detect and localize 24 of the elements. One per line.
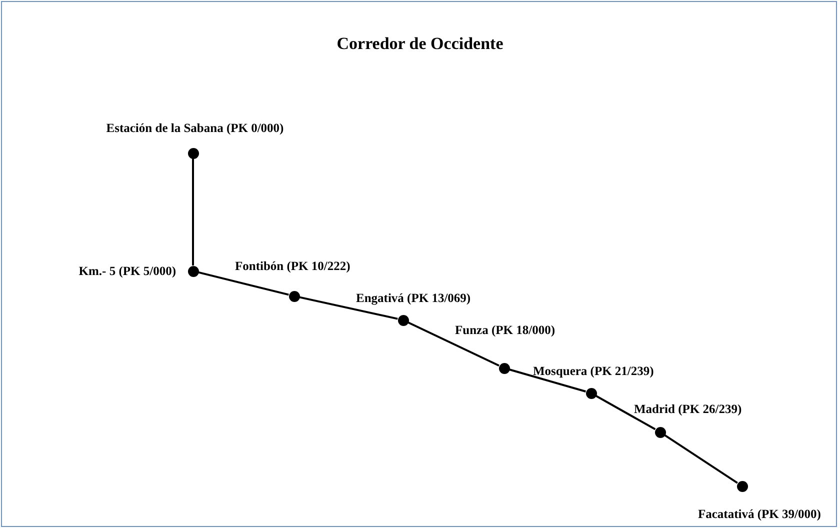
- station-label: Km.- 5 (PK 5/000): [78, 264, 176, 279]
- station-dot: [288, 290, 300, 302]
- track-line: [408, 321, 500, 367]
- track-line: [509, 368, 586, 392]
- station-label: Estación de la Sabana (PK 0/000): [106, 121, 284, 136]
- track-line: [595, 394, 656, 430]
- track-line: [192, 158, 194, 266]
- track-line: [198, 271, 289, 296]
- station-dot: [188, 148, 198, 158]
- station-dot: [188, 266, 198, 276]
- station-label: Madrid (PK 26/239): [634, 402, 742, 417]
- station-label: Facatativá (PK 39/000): [698, 507, 821, 522]
- station-dot: [398, 314, 408, 326]
- station-label: Mosquera (PK 21/239): [533, 364, 654, 379]
- station-dot: [498, 362, 510, 374]
- diagram-title: Corredor de Occidente: [336, 34, 504, 54]
- station-label: Engativá (PK 13/069): [356, 291, 471, 306]
- station-label: Fontibón (PK 10/222): [235, 259, 350, 274]
- station-dot: [586, 388, 596, 398]
- track-line: [664, 434, 738, 484]
- station-dot: [736, 480, 748, 492]
- station-dot: [654, 426, 666, 438]
- track-line: [299, 296, 398, 320]
- station-label: Funza (PK 18/000): [455, 323, 555, 338]
